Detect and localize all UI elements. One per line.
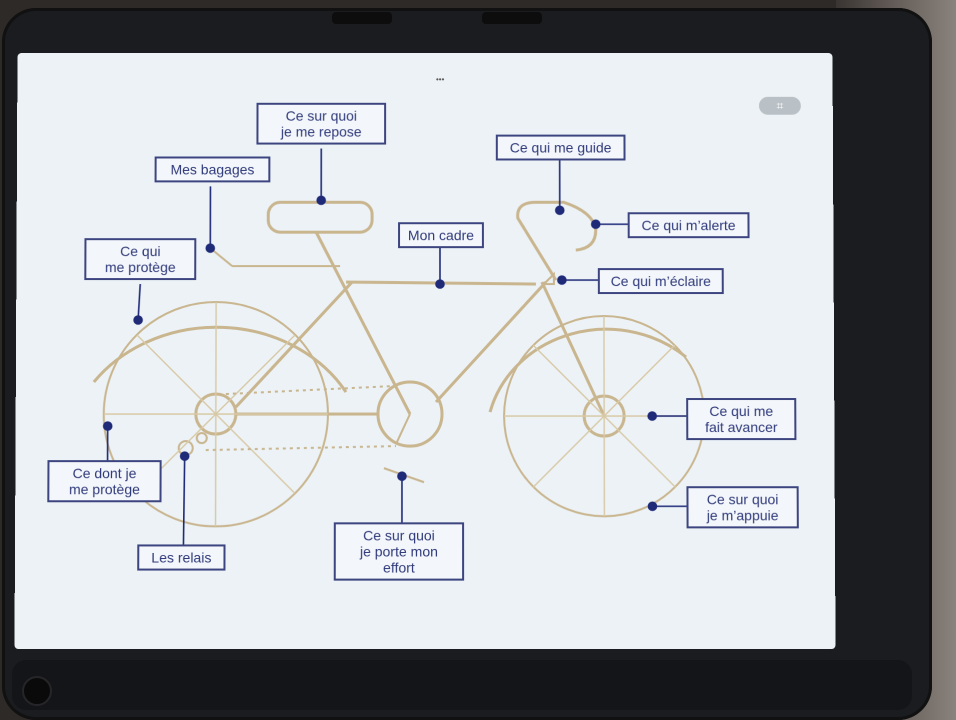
label-bell: Ce qui m’alerte: [627, 212, 750, 239]
connectors: [102, 148, 686, 547]
label-pedal: Ce sur quoi je porte mon effort: [333, 522, 465, 581]
camera-lens: [22, 676, 52, 706]
label-saddle: Ce sur quoi je me repose: [256, 102, 387, 145]
label-rack: Mes bagages: [154, 156, 271, 183]
fork: [540, 281, 606, 417]
seat-stay: [234, 281, 354, 408]
label-handlebar: Ce qui me guide: [495, 134, 626, 161]
saddle: [267, 201, 375, 235]
spokes: [103, 302, 704, 526]
rear-fender: [92, 325, 348, 393]
label-rear-fender: Ce qui me protège: [84, 238, 197, 281]
case-clip-right: [482, 12, 542, 24]
label-lamp: Ce qui m’éclaire: [597, 268, 724, 295]
case-bottom-edge: [12, 660, 912, 710]
front-fender: [488, 327, 687, 413]
label-tire: Ce sur quoi je m’appuie: [686, 486, 799, 529]
label-mudguard: Ce dont je me protège: [47, 460, 162, 503]
down-tube: [434, 281, 548, 403]
label-frame: Mon cadre: [398, 222, 484, 249]
label-front-wheel: Ce qui me fait avancer: [686, 398, 797, 441]
bicycle-diagram: [92, 148, 835, 649]
label-derailleur: Les relais: [137, 544, 226, 571]
seat-tube: [315, 231, 411, 415]
case-clip-left: [332, 12, 392, 24]
tablet-device: ••• ⌗: [2, 8, 932, 720]
tablet-screen: ••• ⌗: [14, 53, 836, 650]
handlebar: [517, 201, 599, 282]
